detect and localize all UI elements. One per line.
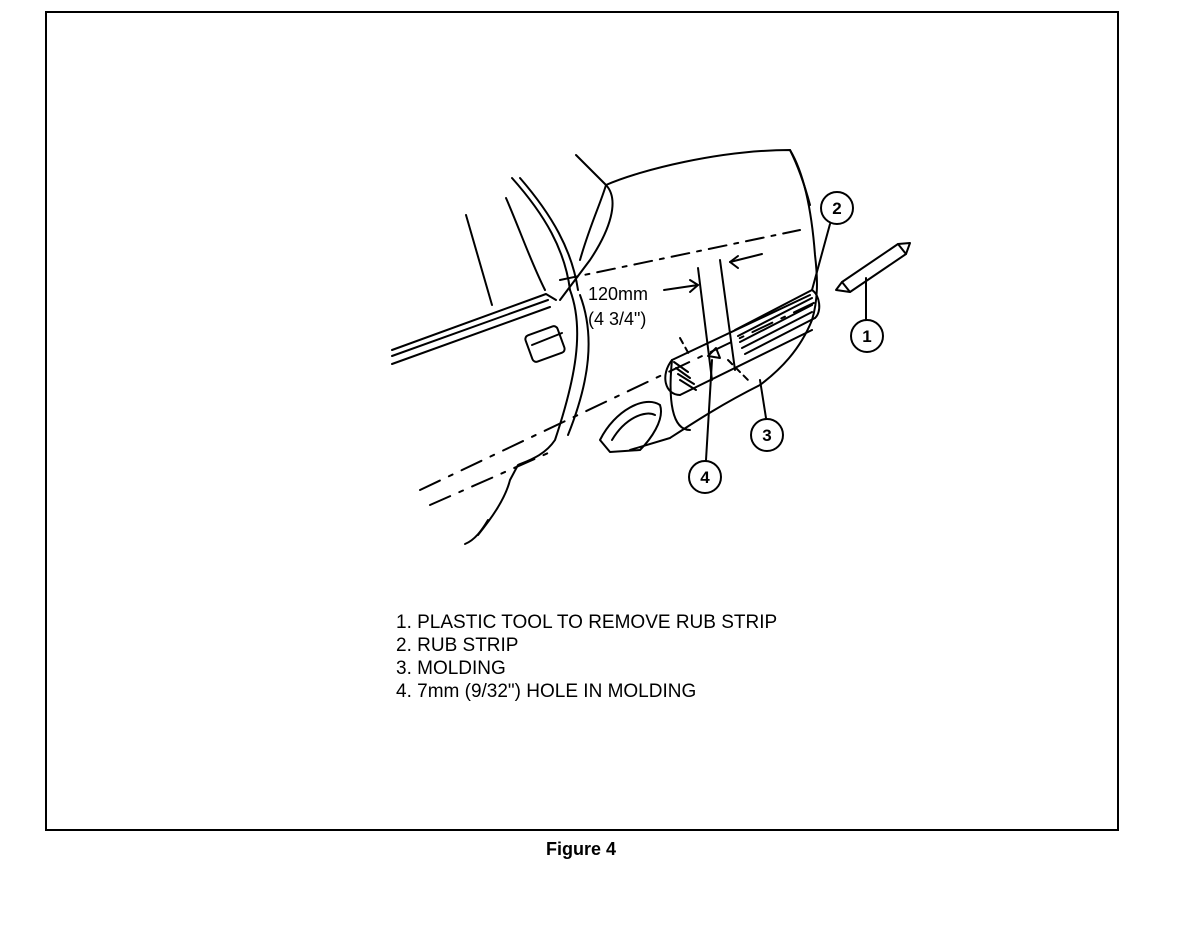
hole-marker: [707, 347, 721, 359]
legend-item: 4. 7mm (9/32") HOLE IN MOLDING: [396, 681, 697, 702]
belt-molding-top: [391, 293, 557, 351]
callout-label-4: 4: [700, 468, 710, 487]
dimension-dash-left: [679, 337, 691, 357]
door-jamb-curve-2: [567, 294, 590, 436]
callout-circle-1: [850, 319, 884, 353]
belt-molding-middle: [391, 299, 549, 357]
body-crease-dash: [559, 229, 801, 281]
quarter-panel-top: [559, 184, 614, 301]
callout-circle-3: [750, 418, 784, 452]
leader-callout-4: [705, 359, 713, 461]
callout-label-2: 2: [832, 199, 841, 218]
legend-item: 2. RUB STRIP: [396, 635, 519, 656]
belt-molding-bottom: [391, 306, 551, 365]
leader-callout-2: [811, 223, 831, 291]
rub-strip-bottom: [744, 317, 816, 355]
molding-end-cap-lines: [673, 361, 697, 391]
callout-circle-4: [688, 460, 722, 494]
dimension-arrow-left: [663, 284, 699, 291]
dimension-arrowhead-left: [689, 279, 699, 293]
molding-end-cap: [664, 359, 681, 396]
molding-front-curve: [669, 359, 691, 431]
fuel-door-line: [531, 332, 563, 346]
quarter-panel-bottom: [629, 384, 761, 451]
dimension-arrow-right: [729, 253, 763, 263]
dimension-imperial: (4 3/4"): [588, 309, 646, 329]
leader-callout-3: [759, 379, 767, 419]
plastic-tool: [841, 242, 911, 293]
dimension-metric: 120mm: [588, 284, 648, 304]
wheel-opening: [599, 400, 662, 453]
fuel-door-outline: [524, 325, 566, 363]
callout-label-1: 1: [862, 327, 871, 346]
dimension-arrowhead-right: [729, 255, 739, 269]
window-frame-post-2: [505, 197, 546, 291]
window-frame-post: [465, 214, 493, 306]
wheel-opening-inner: [611, 412, 656, 441]
figure-frame: [45, 11, 1119, 831]
plastic-tool-edge: [897, 243, 907, 255]
pillar-outer-edge: [511, 177, 571, 291]
dimension-line-right: [719, 259, 736, 371]
figure-caption: Figure 4: [546, 839, 617, 859]
molding-band-bottom: [679, 329, 813, 396]
callout-circle-2: [820, 191, 854, 225]
rub-strip-top: [734, 289, 813, 331]
rub-strip-mid-2: [739, 304, 813, 343]
legend-item: 1. PLASTIC TOOL TO REMOVE RUB STRIP: [396, 612, 778, 633]
callout-label-3: 3: [762, 426, 771, 445]
pillar-inner-edge: [579, 184, 607, 261]
pillar-outer-edge-2: [519, 177, 579, 291]
door-jamb-low: [464, 519, 489, 545]
legend-item: 3. MOLDING: [396, 658, 506, 679]
body-centerline-dash: [419, 299, 821, 491]
body-lower-dash: [429, 449, 556, 506]
door-jamb-curve: [477, 289, 579, 536]
dimension-dash-right: [727, 359, 749, 381]
rub-strip-end: [811, 289, 821, 319]
parts-legend: 1. PLASTIC TOOL TO REMOVE RUB STRIP 2. R…: [396, 611, 777, 703]
rub-strip-mid-1: [737, 297, 813, 337]
rub-strip-mid-3: [741, 311, 813, 349]
dimension-line-left: [697, 267, 713, 381]
quarter-panel-rear-edge: [759, 149, 818, 386]
plastic-tool-tip: [835, 281, 851, 293]
